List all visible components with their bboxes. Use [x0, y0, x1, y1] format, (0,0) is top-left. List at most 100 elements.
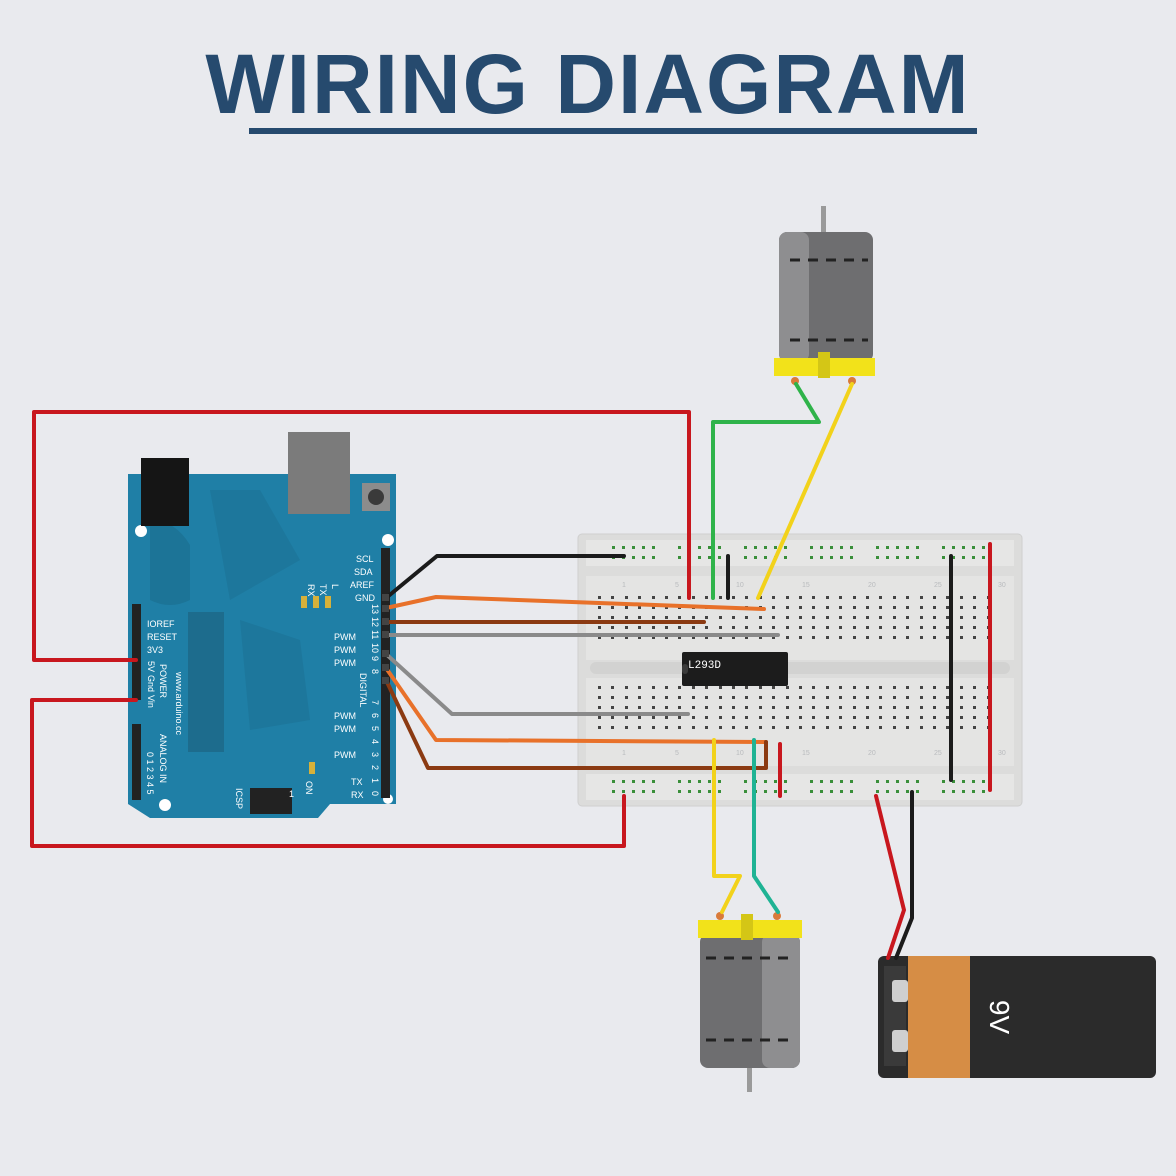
- pin-number: 5: [370, 726, 380, 731]
- bb-hole: [853, 726, 856, 729]
- pin-label-pwm: PWM: [334, 658, 356, 668]
- wire-brown-2[interactable]: [384, 678, 768, 770]
- bb-hole: [942, 556, 945, 559]
- wire-green-motor-top[interactable]: [711, 382, 821, 600]
- bb-hole: [652, 706, 655, 709]
- bb-hole: [612, 546, 615, 549]
- bb-hole: [772, 686, 775, 689]
- bb-hole: [820, 790, 823, 793]
- bb-hole: [799, 686, 802, 689]
- arduino-board[interactable]: SCL SDA AREF GND PWM PWM PWM PWM PWM PWM…: [128, 432, 396, 818]
- bb-hole: [692, 706, 695, 709]
- wire-orange-2[interactable]: [384, 666, 768, 744]
- l293d-chip[interactable]: L293D: [682, 652, 788, 686]
- bb-hole: [820, 556, 823, 559]
- bb-hole: [972, 790, 975, 793]
- bb-hole: [678, 556, 681, 559]
- bb-hole: [732, 726, 735, 729]
- power-title: POWER: [158, 664, 168, 699]
- bb-hole: [896, 780, 899, 783]
- bb-hole: [692, 686, 695, 689]
- pin-number: 2: [370, 765, 380, 770]
- bb-hole: [799, 626, 802, 629]
- bb-hole: [982, 790, 985, 793]
- bb-hole: [625, 686, 628, 689]
- bb-hole: [866, 706, 869, 709]
- bb-hole: [830, 546, 833, 549]
- dc-motor-top[interactable]: [774, 206, 875, 385]
- battery-9v[interactable]: 9V: [878, 956, 1156, 1078]
- pin-label-pwm: PWM: [334, 711, 356, 721]
- bb-hole: [876, 780, 879, 783]
- bb-hole: [962, 790, 965, 793]
- bb-hole: [678, 596, 681, 599]
- chip-label: L293D: [688, 660, 721, 672]
- bb-hole: [933, 626, 936, 629]
- bb-hole: [754, 546, 757, 549]
- pin-number: 1: [370, 778, 380, 783]
- wire-yellow-motor-bottom[interactable]: [712, 738, 742, 914]
- bb-hole: [820, 780, 823, 783]
- bb-hole: [812, 596, 815, 599]
- bb-hole: [698, 790, 701, 793]
- analog-header: [132, 724, 141, 800]
- bb-hole: [692, 596, 695, 599]
- bb-hole: [708, 556, 711, 559]
- bb-hole: [850, 790, 853, 793]
- bb-hole: [772, 606, 775, 609]
- bb-hole: [920, 616, 923, 619]
- bb-hole: [973, 596, 976, 599]
- bb-hole: [839, 716, 842, 719]
- bb-hole: [611, 626, 614, 629]
- bb-hole: [732, 596, 735, 599]
- bb-hole: [830, 556, 833, 559]
- wire-red-5v[interactable]: [32, 410, 691, 662]
- bb-col-number: 5: [675, 582, 679, 589]
- bb-hole: [764, 556, 767, 559]
- bb-hole: [598, 606, 601, 609]
- bb-hole: [708, 790, 711, 793]
- bb-hole: [638, 686, 641, 689]
- bb-hole: [906, 696, 909, 699]
- page-title: WIRING DIAGRAM: [205, 37, 971, 131]
- bb-col-number: 10: [736, 582, 744, 589]
- wire-red-vin[interactable]: [30, 698, 626, 848]
- bb-hole: [652, 716, 655, 719]
- bb-hole: [665, 596, 668, 599]
- pin-number: 13: [370, 604, 380, 614]
- bb-hole: [611, 606, 614, 609]
- bb-hole: [799, 596, 802, 599]
- bb-hole: [866, 716, 869, 719]
- bb-hole: [772, 616, 775, 619]
- bb-hole: [772, 726, 775, 729]
- wire-battery-red[interactable]: [874, 794, 906, 960]
- bb-hole: [812, 636, 815, 639]
- bb-hole: [893, 596, 896, 599]
- bb-hole: [893, 726, 896, 729]
- battery-voltage-label: 9V: [984, 1000, 1015, 1035]
- wire-teal-motor-bottom[interactable]: [752, 738, 780, 914]
- bb-hole: [652, 696, 655, 699]
- bb-hole: [772, 596, 775, 599]
- bb-hole: [826, 706, 829, 709]
- battery-terminal: [892, 980, 908, 1002]
- bb-hole: [933, 616, 936, 619]
- bb-hole: [920, 636, 923, 639]
- breadboard-column-numbers: 1 5 10 15 20 25 30 1 5 10 15 20 25 30: [622, 582, 1006, 757]
- bb-hole: [611, 696, 614, 699]
- wire-yellow-motor-top[interactable]: [756, 382, 854, 600]
- bb-hole: [638, 626, 641, 629]
- bb-hole: [678, 780, 681, 783]
- bb-hole: [642, 790, 645, 793]
- dc-motor-bottom[interactable]: [698, 912, 802, 1092]
- wire-black-gnd[interactable]: [384, 554, 626, 600]
- bb-hole: [719, 616, 722, 619]
- bb-hole: [719, 636, 722, 639]
- bb-hole: [840, 790, 843, 793]
- bb-hole: [611, 706, 614, 709]
- wire-gray-2[interactable]: [384, 652, 690, 716]
- wire-battery-black[interactable]: [894, 790, 914, 960]
- wire-orange-1[interactable]: [384, 595, 766, 611]
- bb-hole: [920, 716, 923, 719]
- bb-hole: [952, 546, 955, 549]
